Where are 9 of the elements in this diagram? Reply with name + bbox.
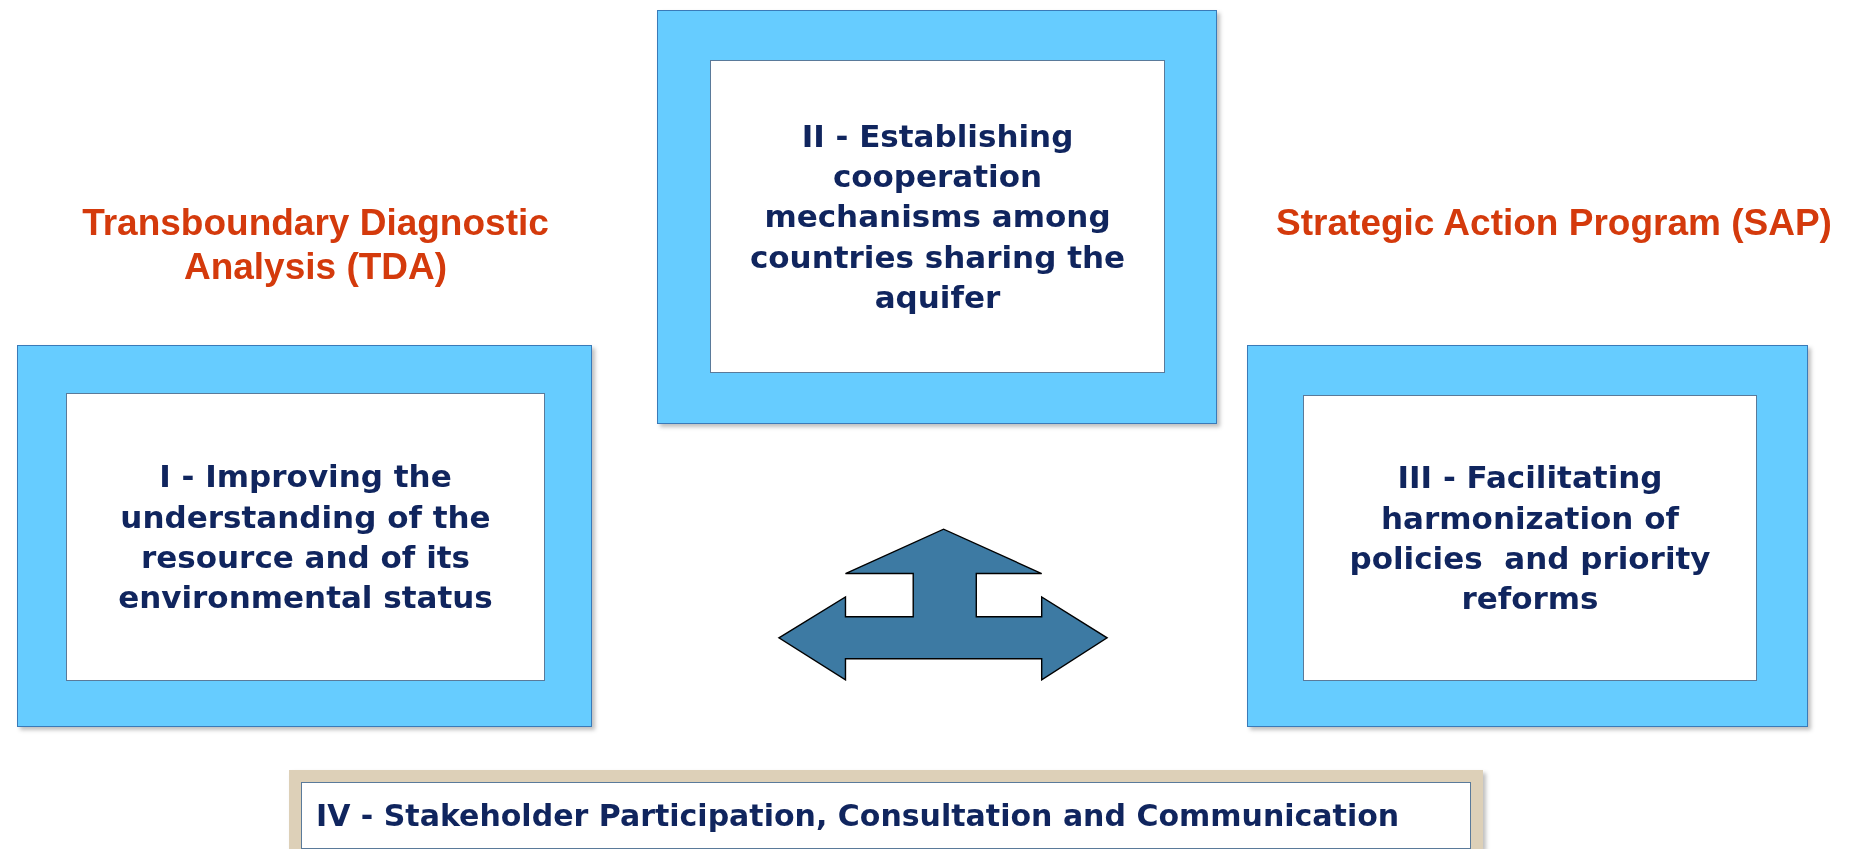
banner-frame [289,770,1483,849]
component-frame [657,10,1217,424]
component-heading: Transboundary Diagnostic Analysis (TDA) [81,201,550,290]
component-description: IV - Stakeholder Participation, Consultation and Communication [316,797,1400,835]
component-description: II - Establishing cooperation mechanisms among countries sharing the aquifer [748,116,1127,317]
component-heading: Strategic Action Program (SAP) [1275,201,1833,245]
component-description: I - Improving the understanding of the resource and of its environmental status [117,457,494,618]
component-description: III - Facilitating harmonization of policies and priority reforms [1348,458,1712,619]
three-way-arrow [776,528,1110,681]
